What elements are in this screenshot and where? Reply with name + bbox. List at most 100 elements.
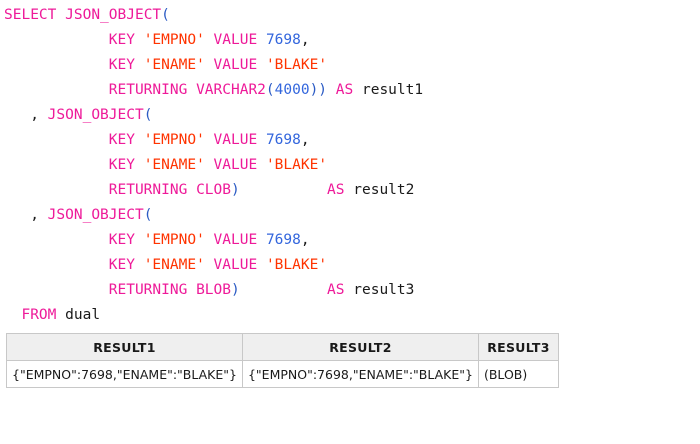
sql-token-num: 4000: [274, 82, 310, 98]
sql-token-kw: KEY: [108, 257, 135, 273]
sql-token-id: [135, 32, 144, 48]
sql-token-id: [56, 7, 65, 23]
sql-token-id: result2: [353, 182, 415, 198]
sql-token-id: [187, 282, 196, 298]
sql-line: KEY 'ENAME' VALUE 'BLAKE': [0, 53, 700, 78]
result-grid-row[interactable]: {"EMPNO":7698,"ENAME":"BLAKE"}{"EMPNO":7…: [6, 360, 559, 388]
sql-token-str: 'BLAKE': [265, 157, 328, 173]
sql-token-kw: KEY: [108, 32, 135, 48]
sql-token-id: [257, 157, 266, 173]
sql-token-kw: AS: [327, 282, 345, 298]
sql-token-str: 'EMPNO': [143, 132, 205, 148]
result-grid-column-header[interactable]: RESULT1: [6, 333, 243, 361]
sql-token-id: [257, 257, 266, 273]
sql-token-kw: SELECT: [4, 7, 57, 23]
sql-token-punc: (: [265, 82, 275, 98]
sql-token-kw: RETURNING: [108, 182, 188, 198]
sql-token-str: 'BLAKE': [265, 257, 328, 273]
sql-token-kw: VALUE: [213, 157, 258, 173]
sql-indent: [4, 82, 109, 98]
sql-token-kw: AS: [335, 82, 354, 98]
sql-token-kw: VALUE: [213, 132, 258, 148]
sql-indent: [4, 207, 30, 223]
sql-token-punc: )): [309, 82, 328, 98]
sql-token-kw: CLOB: [196, 182, 231, 198]
sql-token-id: [135, 132, 144, 148]
sql-token-str: 'EMPNO': [143, 232, 205, 248]
sql-token-kw: KEY: [108, 132, 135, 148]
sql-indent: [4, 282, 109, 298]
sql-token-id: [257, 32, 266, 48]
sql-token-id: [205, 32, 214, 48]
sql-token-punc: (: [143, 107, 153, 123]
sql-token-id: [135, 232, 144, 248]
sql-token-id: [187, 182, 196, 198]
sql-token-id: [205, 132, 214, 148]
result-grid-body: {"EMPNO":7698,"ENAME":"BLAKE"}{"EMPNO":7…: [6, 360, 559, 388]
sql-line: SELECT JSON_OBJECT(: [0, 3, 700, 28]
result-grid-cell[interactable]: (BLOB): [477, 360, 559, 388]
sql-token-id: [56, 307, 65, 323]
sql-line: KEY 'EMPNO' VALUE 7698,: [0, 28, 700, 53]
sql-token-id: dual: [65, 307, 101, 323]
sql-token-kw: KEY: [108, 157, 135, 173]
sql-token-cma: ,: [300, 232, 310, 248]
sql-token-id: [327, 82, 336, 98]
sql-token-punc: ): [231, 282, 240, 298]
sql-indent: [4, 157, 109, 173]
result-grid-column-header[interactable]: RESULT3: [477, 333, 559, 361]
sql-indent: [4, 307, 21, 323]
sql-token-num: 7698: [265, 232, 301, 248]
sql-token-str: 'BLAKE': [265, 57, 328, 73]
sql-line: KEY 'EMPNO' VALUE 7698,: [0, 228, 700, 253]
sql-token-str: 'ENAME': [143, 57, 205, 73]
sql-token-kw: VALUE: [213, 32, 258, 48]
sql-line: RETURNING CLOB) AS result2: [0, 178, 700, 203]
sql-token-kw: AS: [327, 182, 345, 198]
sql-token-punc: ): [231, 182, 240, 198]
sql-token-id: [135, 157, 144, 173]
sql-token-id: [257, 57, 266, 73]
sql-token-id: [345, 282, 354, 298]
result-grid-column-header[interactable]: RESULT2: [241, 333, 479, 361]
sql-token-kw: KEY: [108, 57, 135, 73]
sql-token-id: [187, 82, 196, 98]
sql-token-id: [240, 282, 327, 298]
sql-token-id: [39, 107, 48, 123]
sql-line: , JSON_OBJECT(: [0, 103, 700, 128]
sql-token-kw: RETURNING: [108, 282, 188, 298]
sql-token-id: [353, 82, 362, 98]
sql-token-id: [257, 132, 266, 148]
result-grid-cell[interactable]: {"EMPNO":7698,"ENAME":"BLAKE"}: [6, 360, 243, 388]
sql-token-cma: ,: [300, 132, 310, 148]
sql-token-cma: ,: [30, 107, 39, 123]
sql-indent: [4, 132, 109, 148]
result-grid-cell[interactable]: {"EMPNO":7698,"ENAME":"BLAKE"}: [241, 360, 479, 388]
sql-token-kw: RETURNING: [108, 82, 188, 98]
sql-token-str: 'ENAME': [143, 157, 205, 173]
sql-indent: [4, 257, 109, 273]
sql-token-punc: (: [143, 207, 153, 223]
sql-token-num: 7698: [265, 32, 301, 48]
sql-token-id: [240, 182, 327, 198]
sql-token-kw: FROM: [21, 307, 57, 323]
sql-token-id: [205, 257, 214, 273]
sql-indent: [4, 57, 109, 73]
sql-line: FROM dual: [0, 303, 700, 328]
sql-token-kw: VALUE: [213, 232, 258, 248]
sql-token-id: result1: [361, 82, 424, 98]
sql-token-id: result3: [353, 282, 415, 298]
sql-line: KEY 'ENAME' VALUE 'BLAKE': [0, 253, 700, 278]
sql-code-editor[interactable]: SELECT JSON_OBJECT( KEY 'EMPNO' VALUE 76…: [0, 0, 700, 328]
sql-line: KEY 'ENAME' VALUE 'BLAKE': [0, 153, 700, 178]
sql-token-kw: JSON_OBJECT: [65, 7, 162, 23]
sql-token-id: [205, 157, 214, 173]
sql-token-id: [135, 257, 144, 273]
sql-token-punc: (: [161, 7, 170, 23]
sql-token-cma: ,: [300, 32, 310, 48]
sql-indent: [4, 232, 109, 248]
sql-token-id: [135, 57, 144, 73]
sql-token-kw: VALUE: [213, 57, 258, 73]
